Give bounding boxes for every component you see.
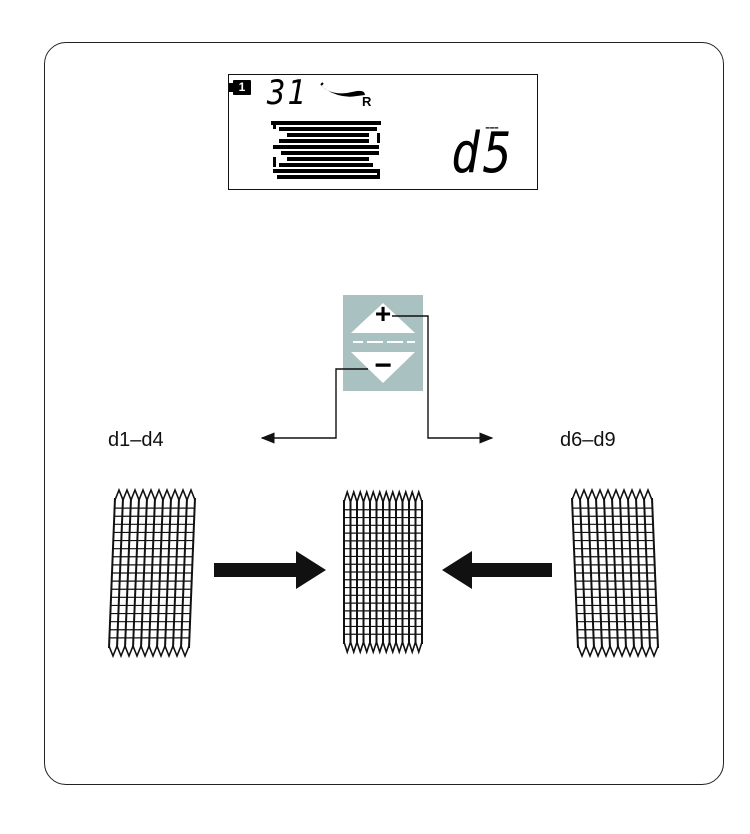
left-range-label: d1–d4: [108, 429, 164, 452]
stitch-swatch-left: [109, 490, 195, 656]
arrow-left-icon: [442, 551, 552, 589]
minus-connector: [262, 369, 368, 438]
arrow-right-icon: [214, 551, 326, 589]
right-range-label: d6–d9: [560, 429, 616, 452]
stitch-swatch-right: [572, 490, 658, 656]
stitch-swatch-center: [344, 492, 422, 652]
plus-connector: [392, 316, 492, 438]
